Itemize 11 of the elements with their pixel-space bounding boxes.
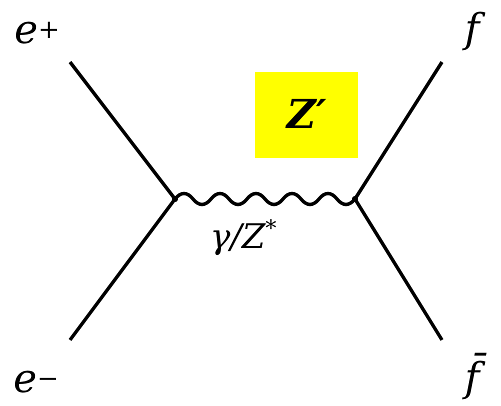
straight-line bbox=[354, 61, 444, 200]
straight-line bbox=[354, 198, 444, 341]
straight-line bbox=[68, 198, 176, 342]
vertex-dot bbox=[352, 196, 358, 202]
highlight-label: Z′ bbox=[255, 72, 358, 158]
wavy-line bbox=[174, 192, 356, 206]
particle-label: e$^{+}$ bbox=[8, 4, 66, 56]
straight-line bbox=[68, 60, 176, 200]
particle-label: f bbox=[450, 4, 494, 54]
particle-label: e$^{−}$ bbox=[6, 354, 66, 404]
particle-label: f̄ bbox=[450, 352, 494, 404]
